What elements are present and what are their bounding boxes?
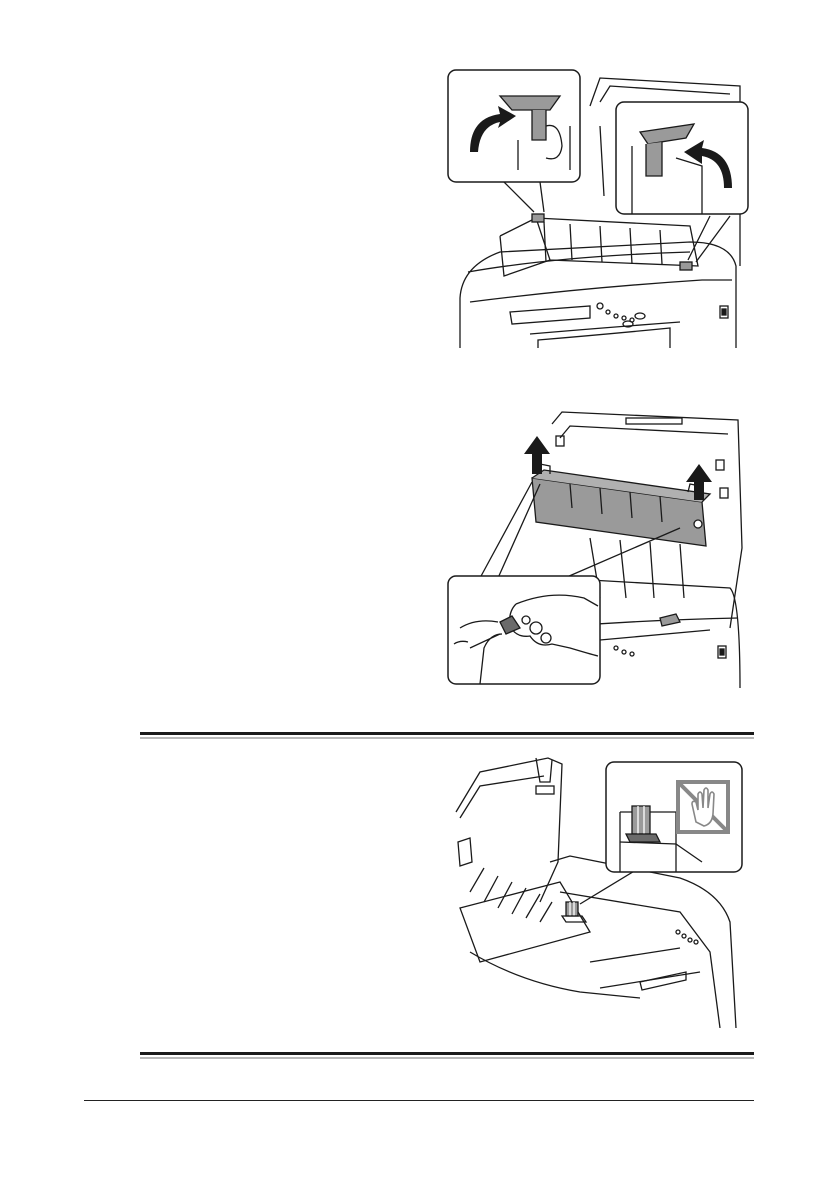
- note-bottom-rule-shadow: [140, 1057, 754, 1059]
- step-1-illustration: [440, 66, 752, 348]
- note-bottom-rule: [140, 1052, 754, 1055]
- note-illustration: [440, 752, 746, 1028]
- printer-body: [550, 856, 736, 1028]
- left-lever: [532, 214, 544, 222]
- hand-grip-inset: [448, 576, 600, 684]
- printer-body: [460, 242, 736, 348]
- right-lever: [680, 262, 692, 270]
- note-top-rule-shadow: [140, 737, 754, 739]
- fuser-cavity: [460, 868, 640, 998]
- right-lever-inset: [616, 102, 748, 214]
- open-top-cover: [456, 758, 562, 902]
- warning-inset: [606, 762, 742, 872]
- page-footer-rule: [84, 1100, 754, 1101]
- left-lever-inset: [448, 70, 580, 182]
- step-2-illustration: [440, 408, 750, 688]
- fuser-unit: [532, 464, 710, 546]
- note-top-rule: [140, 732, 754, 735]
- up-arrow-icon: [524, 436, 550, 474]
